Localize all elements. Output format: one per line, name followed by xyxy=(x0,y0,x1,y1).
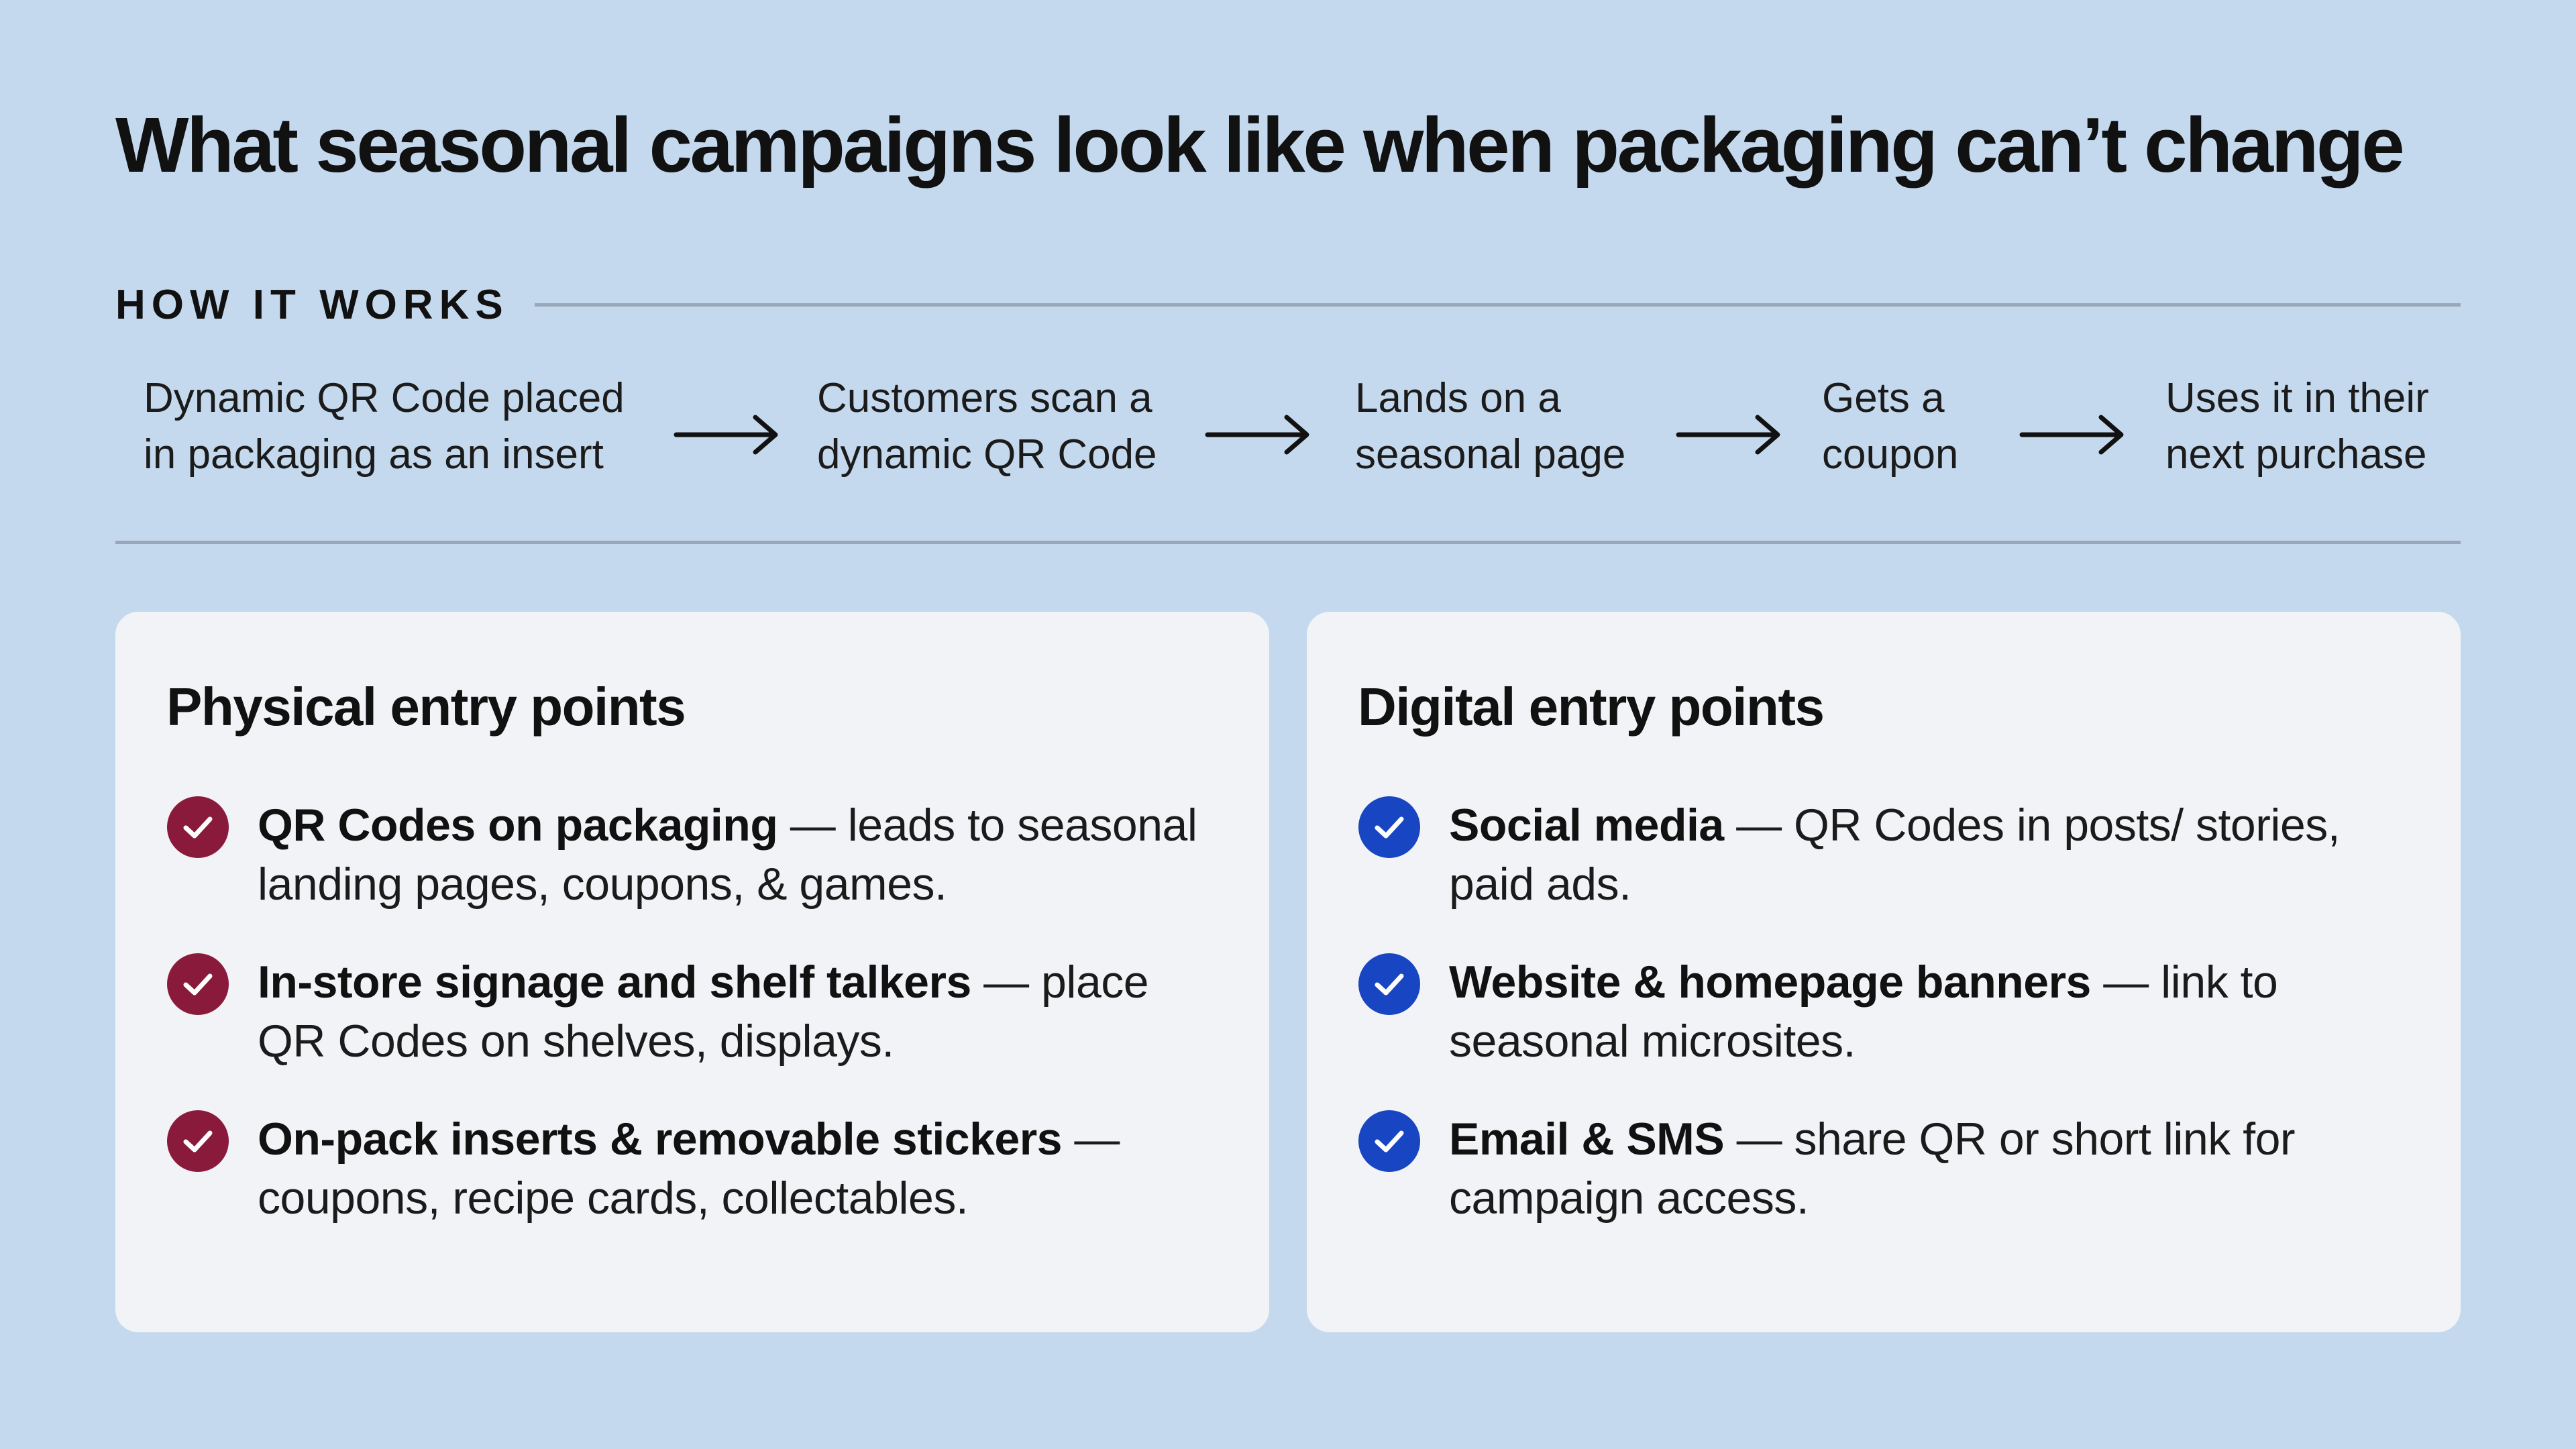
section-rule xyxy=(534,303,2461,307)
process-flow: Dynamic QR Code placed in packaging as a… xyxy=(115,370,2461,504)
item-text: In-store signage and shelf talkers — pla… xyxy=(258,953,1218,1071)
digital-entry-list: Social media — QR Codes in posts/ storie… xyxy=(1358,796,2410,1228)
page-title: What seasonal campaigns look like when p… xyxy=(115,101,2405,189)
how-it-works-header: HOW IT WORKS xyxy=(115,278,2461,331)
card-title: Digital entry points xyxy=(1358,677,1825,737)
item-heading: Social media xyxy=(1449,800,1724,851)
check-circle-icon xyxy=(1358,953,1420,1015)
item-heading: In-store signage and shelf talkers xyxy=(258,957,971,1008)
check-circle-icon xyxy=(1358,796,1420,858)
item-heading: On-pack inserts & removable stickers xyxy=(258,1114,1063,1165)
item-heading: Website & homepage banners xyxy=(1449,957,2091,1008)
arrow-right-icon xyxy=(674,415,778,455)
list-item: In-store signage and shelf talkers — pla… xyxy=(166,953,1218,1071)
list-item: Website & homepage banners — link to sea… xyxy=(1358,953,2410,1071)
item-text: Social media — QR Codes in posts/ storie… xyxy=(1449,796,2410,914)
arrow-right-icon xyxy=(1676,415,1780,455)
item-description: — link to seasonal microsites. xyxy=(1449,957,2278,1067)
section-label: HOW IT WORKS xyxy=(115,281,509,328)
item-heading: Email & SMS xyxy=(1449,1114,1725,1165)
arrow-right-icon xyxy=(2019,415,2124,455)
flow-step-5: Uses it in their next purchase xyxy=(2165,375,2429,478)
item-text: Email & SMS — share QR or short link for… xyxy=(1449,1110,2410,1228)
item-text: Website & homepage banners — link to sea… xyxy=(1449,953,2410,1071)
item-text: On-pack inserts & removable stickers — c… xyxy=(258,1110,1218,1228)
check-circle-icon xyxy=(1358,1110,1420,1172)
item-text: QR Codes on packaging — leads to seasona… xyxy=(258,796,1218,914)
check-circle-icon xyxy=(167,1110,229,1172)
flow-step-4: Gets a coupon xyxy=(1822,375,1959,478)
flow-step-3: Lands on a seasonal page xyxy=(1355,375,1626,478)
item-description: — coupons, recipe cards, collectables. xyxy=(258,1114,1120,1224)
slide: What seasonal campaigns look like when p… xyxy=(115,0,2461,1449)
card-title: Physical entry points xyxy=(166,677,686,737)
physical-entry-points-card: Physical entry points QR Codes on packag… xyxy=(115,612,1269,1332)
digital-entry-points-card: Digital entry points Social media — QR C… xyxy=(1307,612,2461,1332)
list-item: Social media — QR Codes in posts/ storie… xyxy=(1358,796,2410,914)
item-description: — QR Codes in posts/ stories, paid ads. xyxy=(1449,800,2341,910)
check-circle-icon xyxy=(167,796,229,858)
physical-entry-list: QR Codes on packaging — leads to seasona… xyxy=(166,796,1218,1228)
list-item: Email & SMS — share QR or short link for… xyxy=(1358,1110,2410,1228)
arrow-right-icon xyxy=(1205,415,1309,455)
section-divider xyxy=(115,541,2461,544)
list-item: QR Codes on packaging — leads to seasona… xyxy=(166,796,1218,914)
item-heading: QR Codes on packaging xyxy=(258,800,778,851)
flow-step-2: Customers scan a dynamic QR Code xyxy=(817,375,1157,478)
item-description: — leads to seasonal landing pages, coupo… xyxy=(258,800,1197,910)
item-description: — place QR Codes on shelves, displays. xyxy=(258,957,1149,1067)
list-item: On-pack inserts & removable stickers — c… xyxy=(166,1110,1218,1228)
item-description: — share QR or short link for campaign ac… xyxy=(1449,1114,2296,1224)
flow-step-1: Dynamic QR Code placed in packaging as a… xyxy=(144,375,625,478)
check-circle-icon xyxy=(167,953,229,1015)
